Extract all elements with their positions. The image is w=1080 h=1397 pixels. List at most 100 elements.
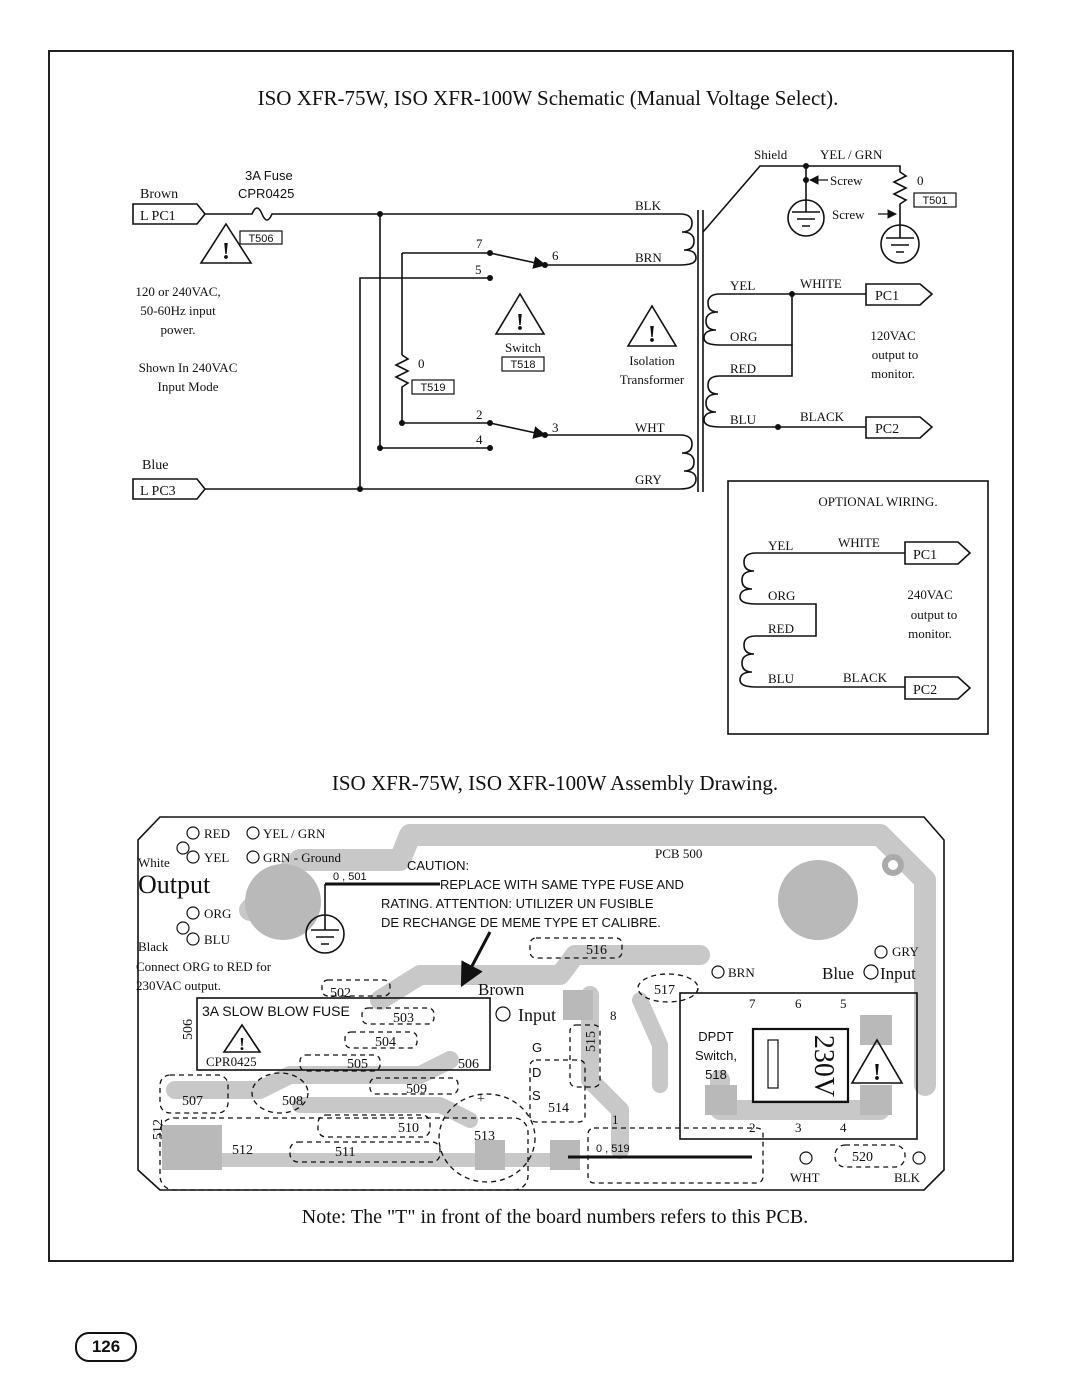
switch-label-3: 518: [705, 1067, 727, 1082]
lpc1-connector: [132, 203, 207, 225]
switch-pin-6: 6: [552, 248, 559, 263]
pc2-label: PC2: [875, 422, 899, 437]
opt-blu-label: BLU: [768, 671, 795, 686]
warning-icon: [494, 292, 546, 335]
pcb-pad: [162, 1125, 222, 1170]
switch-label-1: DPDT: [698, 1029, 733, 1044]
pcb-pad: [563, 990, 593, 1020]
switch-label: Switch: [505, 340, 542, 355]
ref-520: 520: [852, 1150, 873, 1165]
pin-8-label: 8: [610, 1008, 617, 1023]
pin-wht: [799, 1151, 813, 1165]
t519-box: [411, 379, 455, 395]
switch-blade: [489, 252, 547, 269]
switch-blade: [489, 422, 547, 439]
pin-blu: [186, 932, 200, 946]
pin-input: [495, 1006, 511, 1022]
drain-label: D: [532, 1065, 541, 1080]
blk-pin-label: BLK: [894, 1170, 921, 1185]
input-desc-1: 120 or 240VAC,: [135, 284, 220, 299]
r504-outline: [344, 1031, 418, 1049]
ref-505: 505: [347, 1057, 368, 1072]
switch-label-2: Switch,: [695, 1048, 737, 1063]
gate-label: G: [532, 1040, 542, 1055]
connect-note-2: 230VAC output.: [136, 978, 221, 993]
pin-1-label: 1: [612, 1112, 619, 1127]
grn-pin-label: GRN - Ground: [263, 850, 341, 865]
optional-title: OPTIONAL WIRING.: [818, 494, 937, 509]
white-pin-label: White: [138, 855, 170, 870]
blue-input-text: Input: [880, 964, 916, 983]
jumper-value: 0: [418, 356, 425, 371]
r511-outline: [289, 1141, 441, 1163]
warning-icon: [850, 1038, 904, 1084]
ref-506-left: 506: [181, 1019, 196, 1040]
c507-outline: [159, 1074, 229, 1114]
junction: [775, 424, 781, 430]
blk-label: BLK: [635, 198, 662, 213]
caution-4: DE RECHANGE DE MEME TYPE ET CALIBRE.: [381, 915, 661, 930]
yelgrn-pin-label: YEL / GRN: [263, 826, 326, 841]
shield-wire: [702, 165, 810, 233]
transformer-label-2: Transformer: [620, 372, 685, 387]
warning-mark: !: [239, 1034, 245, 1054]
blu-pin-label: BLU: [204, 932, 231, 947]
ref-510: 510: [398, 1121, 419, 1136]
caution-1: CAUTION:: [407, 858, 469, 873]
pin-red: [186, 826, 200, 840]
opt-pc2-connector: [904, 676, 972, 700]
ground-wire: [810, 165, 908, 215]
opt-white-label: WHITE: [838, 535, 880, 550]
ref-515: 515: [584, 1031, 599, 1052]
pcb-pad: [550, 1140, 580, 1170]
screw2-label: Screw: [832, 207, 865, 222]
pcb-pad: [860, 1085, 892, 1115]
c517-outline: [637, 973, 699, 1003]
junction: [803, 177, 809, 183]
switch-slider: [767, 1039, 779, 1089]
warning-mark: !: [516, 310, 524, 336]
junction: [399, 420, 405, 426]
switch-pin-2: 2: [476, 407, 483, 422]
pin-blue-input: [863, 964, 879, 980]
transformer-core: [697, 210, 704, 492]
switch-contact: [487, 445, 493, 451]
ground-symbol: [886, 215, 914, 253]
voltage-window: [751, 1027, 850, 1104]
ground-value: 0: [917, 173, 924, 188]
ref-516: 516: [586, 943, 607, 958]
ref-506: 506: [458, 1057, 479, 1072]
warning-icon: [626, 304, 678, 347]
screw1-label: Screw: [830, 173, 863, 188]
pin-blk: [912, 1151, 926, 1165]
caution-3: RATING. ATTENTION: UTILIZER UN FUSIBLE: [381, 896, 654, 911]
ref-508: 508: [282, 1094, 303, 1109]
org-pin-label: ORG: [204, 906, 231, 921]
t501-box: [913, 192, 957, 208]
t501-label: T501: [922, 195, 947, 207]
pc2-connector: [865, 416, 934, 439]
c508-outline: [251, 1072, 309, 1114]
pcb-pad: [245, 864, 321, 940]
primary-coil-bottom: [679, 434, 697, 490]
secondary-coil-top: [703, 293, 760, 346]
caution-2: REPLACE WITH SAME TYPE FUSE AND: [440, 877, 684, 892]
shield-label: Shield: [754, 147, 788, 162]
c513-outline: [438, 1093, 536, 1183]
yel-pin-label: YEL: [204, 850, 229, 865]
ref-513: 513: [474, 1129, 495, 1144]
ref-512: 512: [232, 1143, 253, 1158]
t518-label: T518: [510, 359, 535, 371]
fuse-block: [196, 997, 491, 1071]
jumper-t519: [394, 354, 490, 424]
pcb-label: PCB 500: [655, 846, 702, 861]
mount-hole: [882, 854, 904, 876]
mode-desc-2: Input Mode: [157, 379, 218, 394]
sw-pin-5: 5: [840, 996, 847, 1011]
pcb-note: Note: The "T" in front of the board numb…: [302, 1206, 808, 1228]
connect-note-1: Connect ORG to RED for: [136, 959, 272, 974]
pcb-pad: [705, 1085, 737, 1115]
opt-org-label: ORG: [768, 588, 795, 603]
ref-503: 503: [393, 1011, 414, 1026]
